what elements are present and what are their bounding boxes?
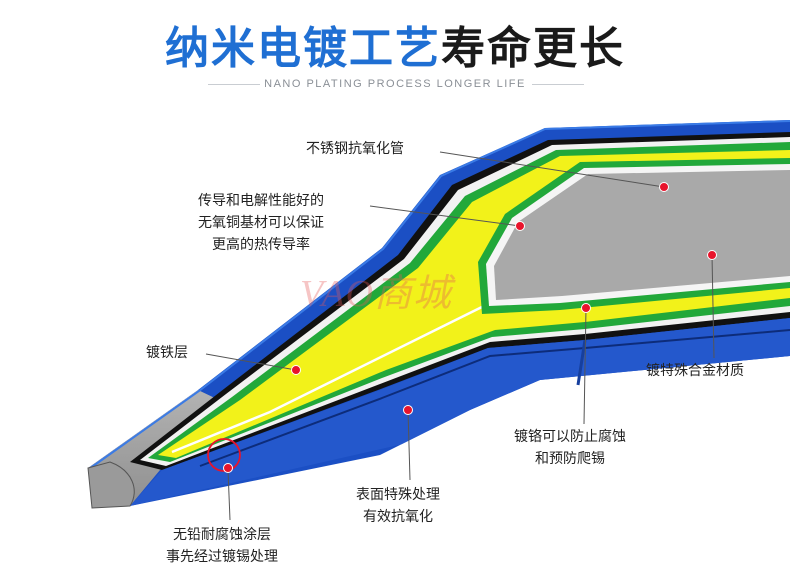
marker-surface <box>403 405 413 415</box>
label-chrome-layer: 镀铬可以防止腐蚀 和预防爬锡 <box>514 426 626 470</box>
label-line: 无氧铜基材可以保证 <box>198 215 324 231</box>
label-lead-free-coating: 无铅耐腐蚀涂层 事先经过镀锡处理 <box>166 524 278 568</box>
subtitle-divider-right <box>532 84 584 85</box>
shell-top-edge <box>88 120 790 470</box>
label-stainless-tube: 不锈钢抗氧化管 <box>306 138 404 160</box>
label-line: 镀铁层 <box>146 345 188 361</box>
leader-line-coating <box>227 469 231 521</box>
marker-coating <box>223 463 233 473</box>
label-iron-layer: 镀铁层 <box>146 342 188 364</box>
label-line: 更高的热传导率 <box>212 237 310 253</box>
lower-blue-band <box>130 318 790 506</box>
label-line: 无铅耐腐蚀涂层 <box>173 527 271 543</box>
label-surface-treatment: 表面特殊处理 有效抗氧化 <box>356 484 440 528</box>
marker-chrome <box>581 303 591 313</box>
title-blue-part: 纳米电镀工艺 <box>165 23 441 74</box>
page-subtitle: NANO PLATING PROCESS LONGER LIFE <box>264 78 526 90</box>
subtitle-divider-left <box>208 84 260 85</box>
marker-stainless <box>659 182 669 192</box>
stainless-steel-tube <box>494 170 790 300</box>
label-line: 表面特殊处理 <box>356 487 440 503</box>
marker-copper <box>515 221 525 231</box>
label-line: 传导和电解性能好的 <box>198 193 324 209</box>
marker-iron <box>291 365 301 375</box>
label-line: 镀铬可以防止腐蚀 <box>514 429 626 445</box>
label-line: 和预防爬锡 <box>535 451 605 467</box>
tip-chisel-end <box>87 461 135 509</box>
lower-band-line <box>199 329 790 467</box>
label-copper-base: 传导和电解性能好的 无氧铜基材可以保证 更高的热传导率 <box>198 190 324 256</box>
label-special-alloy: 镀特殊合金材质 <box>646 360 744 382</box>
watermark-logo: VAO商城 <box>300 273 453 315</box>
label-line: 不锈钢抗氧化管 <box>306 141 404 157</box>
leader-line-chrome <box>583 307 587 425</box>
label-line: 镀特殊合金材质 <box>646 363 744 379</box>
leader-line-iron <box>205 353 297 371</box>
label-line: 有效抗氧化 <box>363 509 433 525</box>
title-dark-part: 寿命更长 <box>441 23 625 74</box>
step-shadow <box>576 339 587 386</box>
page-title: 纳米电镀工艺寿命更长 <box>0 12 790 76</box>
leader-line-surface <box>407 409 411 481</box>
leader-line-alloy <box>711 254 715 359</box>
leader-line-copper <box>369 205 521 227</box>
marker-alloy <box>707 250 717 260</box>
label-line: 事先经过镀锡处理 <box>166 549 278 565</box>
leader-line-stainless <box>439 151 665 188</box>
